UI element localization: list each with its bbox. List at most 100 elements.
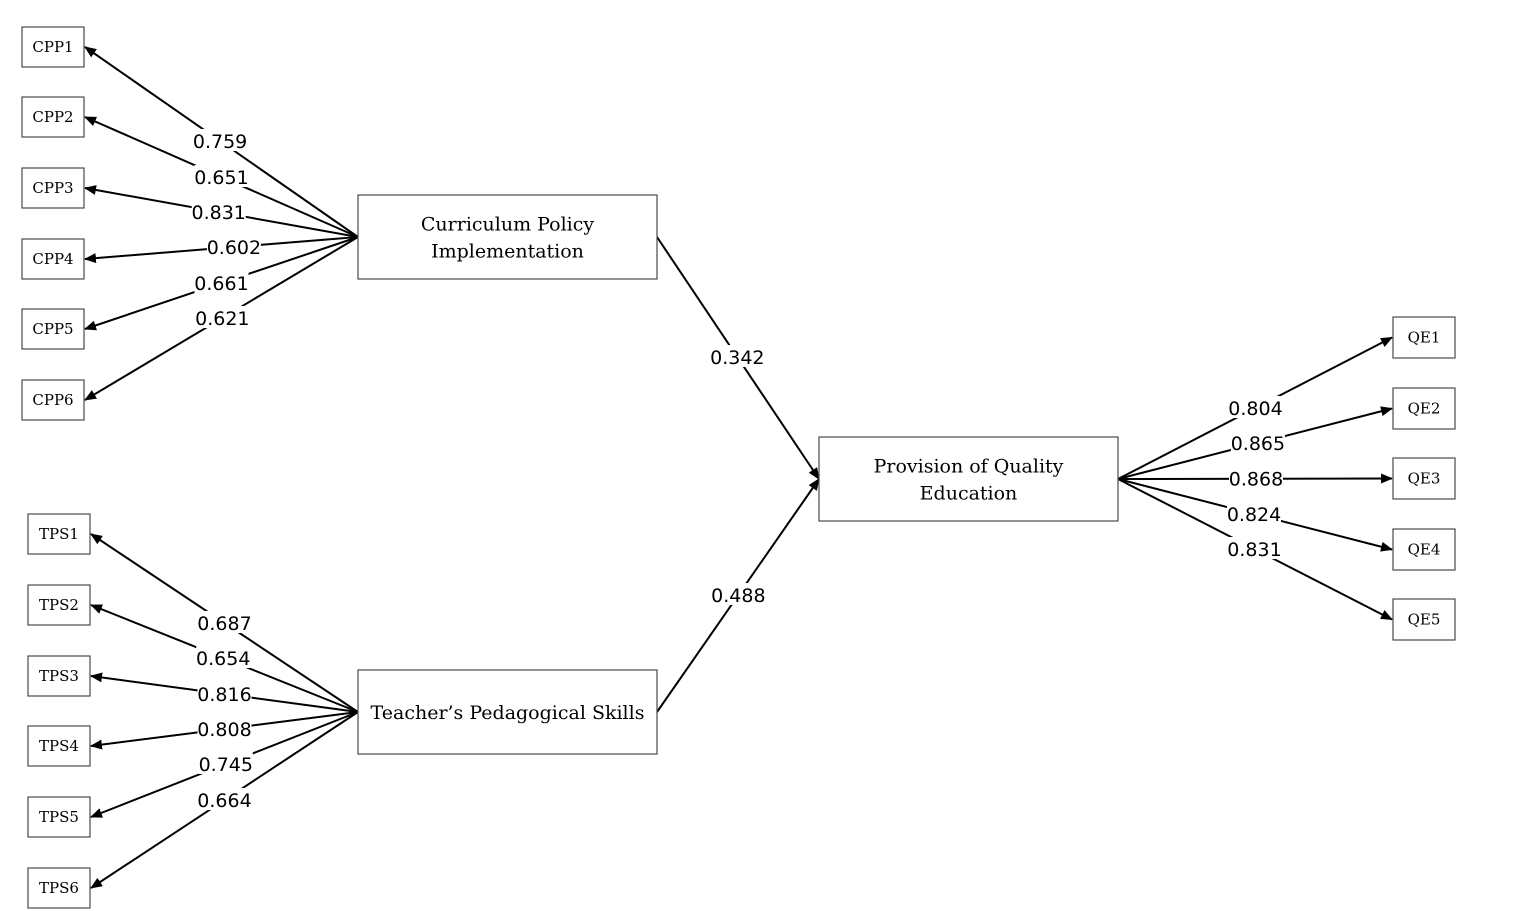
indicator-tps2: TPS2 (27, 584, 91, 626)
construct-curriculum-policy-implementation-box (357, 194, 658, 280)
loading-cpp1-bg (193, 129, 248, 151)
construct-teachers-pedagogical-skills-box (357, 669, 658, 755)
loading-qe2: 0.865 (1231, 431, 1285, 455)
loading-tps1: 0.687 (197, 611, 252, 635)
indicator-cpp4-box (21, 238, 85, 280)
indicator-cpp2: CPP2 (21, 96, 85, 138)
indicator-tps5-box (27, 796, 91, 838)
loading-tps3-value: 0.816 (197, 684, 251, 706)
indicator-cpp2-label: CPP2 (32, 108, 73, 126)
loading-qe4: 0.824 (1227, 502, 1281, 526)
loading-cpp4-value: 0.602 (207, 237, 261, 259)
indicator-tps6: TPS6 (27, 867, 91, 909)
path-coefficient-tps-pqe-bg (711, 583, 766, 605)
indicator-cpp3-label: CPP3 (32, 179, 73, 197)
indicator-cpp4: CPP4 (21, 238, 85, 280)
loading-cpp4-bg (206, 235, 261, 257)
indicator-qe4: QE4 (1392, 528, 1456, 571)
indicator-qe4-label: QE4 (1408, 541, 1441, 559)
indicator-tps2-label: TPS2 (39, 596, 79, 614)
loading-tps3: 0.816 (197, 682, 252, 706)
indicator-tps2-box (27, 584, 91, 626)
construct-teachers-pedagogical-skills-label-line: Teacher’s Pedagogical Skills (371, 702, 645, 724)
loading-qe3: 0.868 (1229, 466, 1283, 491)
indicator-cpp5-box (21, 308, 85, 350)
indicator-tps3-box (27, 655, 91, 697)
loading-cpp1: 0.759 (193, 129, 247, 153)
indicator-tps1-label: TPS1 (39, 525, 79, 543)
path-coefficient-cpi-pqe: 0.342 (710, 345, 765, 369)
loading-tps6-bg (197, 788, 252, 810)
loading-tps5-bg (198, 752, 253, 774)
loading-qe2-bg (1230, 431, 1285, 453)
loading-cpp3-bg (191, 200, 246, 222)
loading-tps5-value: 0.745 (199, 754, 253, 776)
loading-tps6: 0.664 (197, 788, 252, 812)
loading-tps1-value: 0.687 (197, 613, 251, 635)
indicator-cpp5-label: CPP5 (32, 320, 73, 338)
indicator-qe1-box (1392, 316, 1456, 359)
indicator-cpp1: CPP1 (21, 26, 85, 68)
loading-qe1-bg (1228, 396, 1283, 418)
loading-cpp6-value: 0.621 (195, 308, 249, 330)
indicator-tps4-label: TPS4 (39, 737, 79, 755)
indicator-qe4-box (1392, 528, 1456, 571)
path-coefficient-tps-pqe-value: 0.488 (711, 585, 765, 607)
construct-provision-of-quality-education-label-line: Education (920, 483, 1018, 505)
loading-cpp4: 0.602 (207, 235, 261, 259)
indicator-tps4: TPS4 (27, 725, 91, 767)
indicator-qe5: QE5 (1392, 598, 1456, 641)
indicator-cpp1-box (21, 26, 85, 68)
indicator-cpp5: CPP5 (21, 308, 85, 350)
construct-provision-of-quality-education-label-line: Provision of Quality (874, 456, 1064, 478)
loading-qe4-value: 0.824 (1227, 504, 1281, 526)
loading-tps3-bg (197, 682, 252, 704)
loading-cpp2-bg (194, 165, 249, 187)
indicator-tps6-box (27, 867, 91, 909)
indicator-qe5-label: QE5 (1408, 611, 1441, 629)
indicator-cpp6: CPP6 (21, 379, 85, 421)
indicator-cpp2-box (21, 96, 85, 138)
construct-curriculum-policy-implementation-label-line: Implementation (431, 241, 584, 263)
loading-tps5: 0.745 (199, 752, 253, 776)
indicator-qe2-box (1392, 387, 1456, 430)
edges-layer (84, 46, 1393, 889)
loading-tps2-value: 0.654 (196, 648, 250, 670)
indicator-cpp3-box (21, 167, 85, 209)
path-coefficient-tps-pqe: 0.488 (711, 583, 766, 607)
indicator-qe2-label: QE2 (1408, 400, 1441, 418)
indicator-qe3-label: QE3 (1408, 470, 1441, 488)
loading-tps2: 0.654 (196, 646, 250, 670)
indicator-tps3: TPS3 (27, 655, 91, 697)
loading-qe2-value: 0.865 (1231, 433, 1285, 455)
loading-cpp2-value: 0.651 (194, 167, 248, 189)
loading-cpp6-bg (195, 306, 250, 328)
loading-tps4-bg (197, 717, 252, 739)
indicator-qe1: QE1 (1392, 316, 1456, 359)
indicator-tps3-label: TPS3 (39, 667, 79, 685)
indicator-cpp3: CPP3 (21, 167, 85, 209)
loading-cpp2: 0.651 (194, 165, 249, 189)
loading-qe1-value: 0.804 (1228, 398, 1282, 420)
construct-curriculum-policy-implementation-label-line: Curriculum Policy (421, 214, 595, 236)
loading-qe1: 0.804 (1228, 396, 1283, 420)
indicator-qe5-box (1392, 598, 1456, 641)
loading-qe5: 0.831 (1227, 537, 1282, 561)
indicator-cpp1-label: CPP1 (32, 38, 73, 56)
loading-cpp5: 0.661 (194, 271, 249, 295)
path-coefficient-cpi-pqe-value: 0.342 (710, 347, 764, 369)
loading-cpp3: 0.831 (192, 200, 246, 224)
loading-qe4-bg (1227, 502, 1282, 524)
loading-tps2-bg (196, 646, 251, 668)
loading-tps4: 0.808 (197, 717, 252, 741)
loading-cpp6: 0.621 (195, 306, 250, 330)
loading-qe5-value: 0.831 (1227, 539, 1281, 561)
indicator-tps5-label: TPS5 (39, 808, 79, 826)
loading-tps4-value: 0.808 (197, 719, 251, 741)
nodes-layer: Curriculum PolicyImplementationTeacher’s… (21, 26, 1456, 909)
coefficient-labels-layer: 0.759 0.651 0.831 0.602 0.661 0.621 0.687 0.654… (192, 129, 1285, 812)
indicator-tps4-box (27, 725, 91, 767)
